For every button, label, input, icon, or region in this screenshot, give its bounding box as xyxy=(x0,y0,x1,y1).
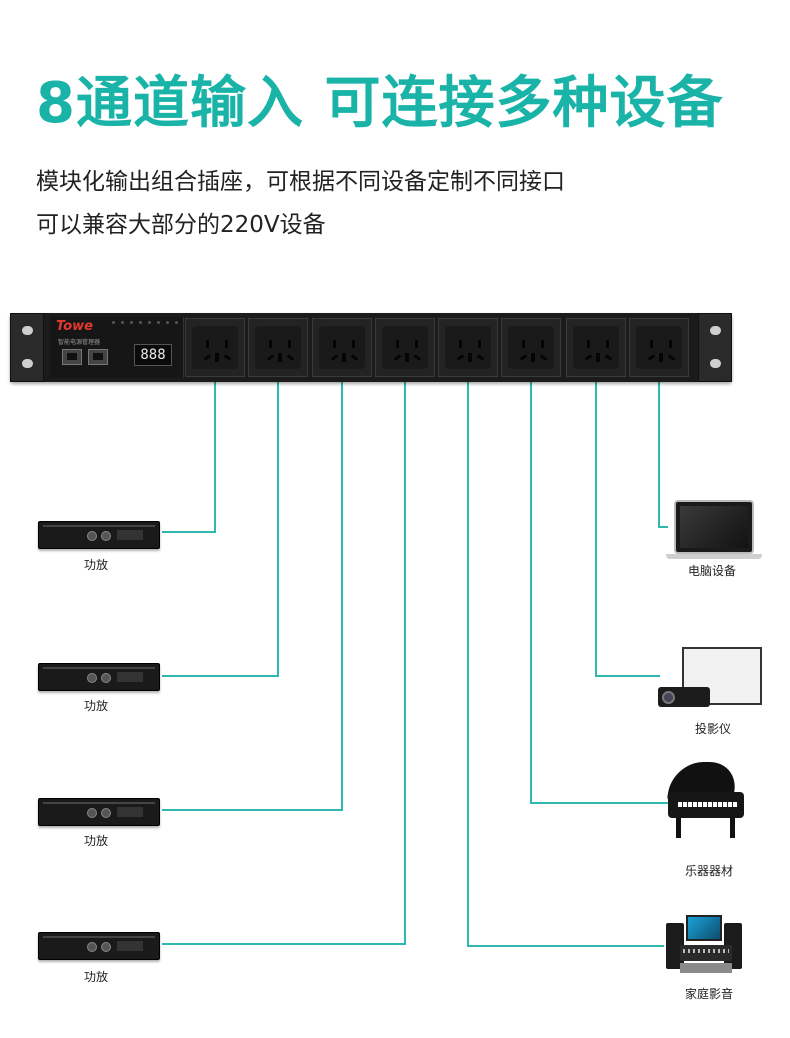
wire-2 xyxy=(162,371,279,677)
laptop-icon xyxy=(666,500,766,560)
piano-icon xyxy=(666,762,748,842)
home-theater-icon xyxy=(666,915,746,977)
power-outlet-5 xyxy=(438,318,498,377)
mount-hole-icon xyxy=(22,359,33,368)
led-icon xyxy=(130,321,133,324)
mount-hole-icon xyxy=(710,326,721,335)
ethernet-port-icon xyxy=(62,349,82,365)
device-label-amp-2: 功放 xyxy=(84,699,109,713)
mount-hole-icon xyxy=(710,359,721,368)
wire-3 xyxy=(162,371,343,811)
wire-1 xyxy=(162,371,216,533)
power-outlet-3 xyxy=(312,318,372,377)
ethernet-port-icon xyxy=(88,349,108,365)
rack-ear-right xyxy=(698,313,732,382)
control-panel: Towe 智能电源管理器 888 xyxy=(50,317,184,378)
led-icon xyxy=(148,321,151,324)
device-label-laptop: 电脑设备 xyxy=(688,564,737,578)
power-outlet-7 xyxy=(566,318,626,377)
power-outlet-1 xyxy=(185,318,245,377)
amplifier-icon xyxy=(38,663,160,691)
device-label-projector: 投影仪 xyxy=(695,722,732,736)
device-label-amp-1: 功放 xyxy=(84,558,109,572)
pdu-rack: Towe 智能电源管理器 888 xyxy=(10,313,732,382)
device-label-amp-4: 功放 xyxy=(84,970,109,984)
status-leds xyxy=(112,321,178,324)
device-label-home-theater: 家庭影音 xyxy=(685,987,734,1001)
led-icon xyxy=(166,321,169,324)
wire-7 xyxy=(595,371,660,677)
power-outlet-8 xyxy=(629,318,689,377)
projector-icon xyxy=(658,647,762,711)
led-icon xyxy=(139,321,142,324)
device-label-amp-3: 功放 xyxy=(84,834,109,848)
subtitle-line-1: 模块化输出组合插座，可根据不同设备定制不同接口 xyxy=(36,169,565,195)
wire-4 xyxy=(162,371,406,945)
led-icon xyxy=(157,321,160,324)
led-icon xyxy=(121,321,124,324)
subtitle-line-2: 可以兼容大部分的220V设备 xyxy=(36,212,326,238)
power-outlet-6 xyxy=(501,318,561,377)
amplifier-icon xyxy=(38,932,160,960)
rack-ear-left xyxy=(10,313,44,382)
brand-logo: Towe xyxy=(56,319,93,334)
led-icon xyxy=(175,321,178,324)
amplifier-icon xyxy=(38,521,160,549)
led-icon xyxy=(112,321,115,324)
power-outlet-4 xyxy=(375,318,435,377)
device-label-piano: 乐器器材 xyxy=(685,864,734,878)
mount-hole-icon xyxy=(22,326,33,335)
wire-5 xyxy=(467,371,664,947)
wire-6 xyxy=(530,371,668,804)
power-outlet-2 xyxy=(248,318,308,377)
wire-8 xyxy=(658,371,668,528)
digital-display: 888 xyxy=(134,344,172,366)
headline: 8通道输入 可连接多种设备 xyxy=(36,71,724,136)
amplifier-icon xyxy=(38,798,160,826)
model-label: 智能电源管理器 xyxy=(58,339,101,346)
